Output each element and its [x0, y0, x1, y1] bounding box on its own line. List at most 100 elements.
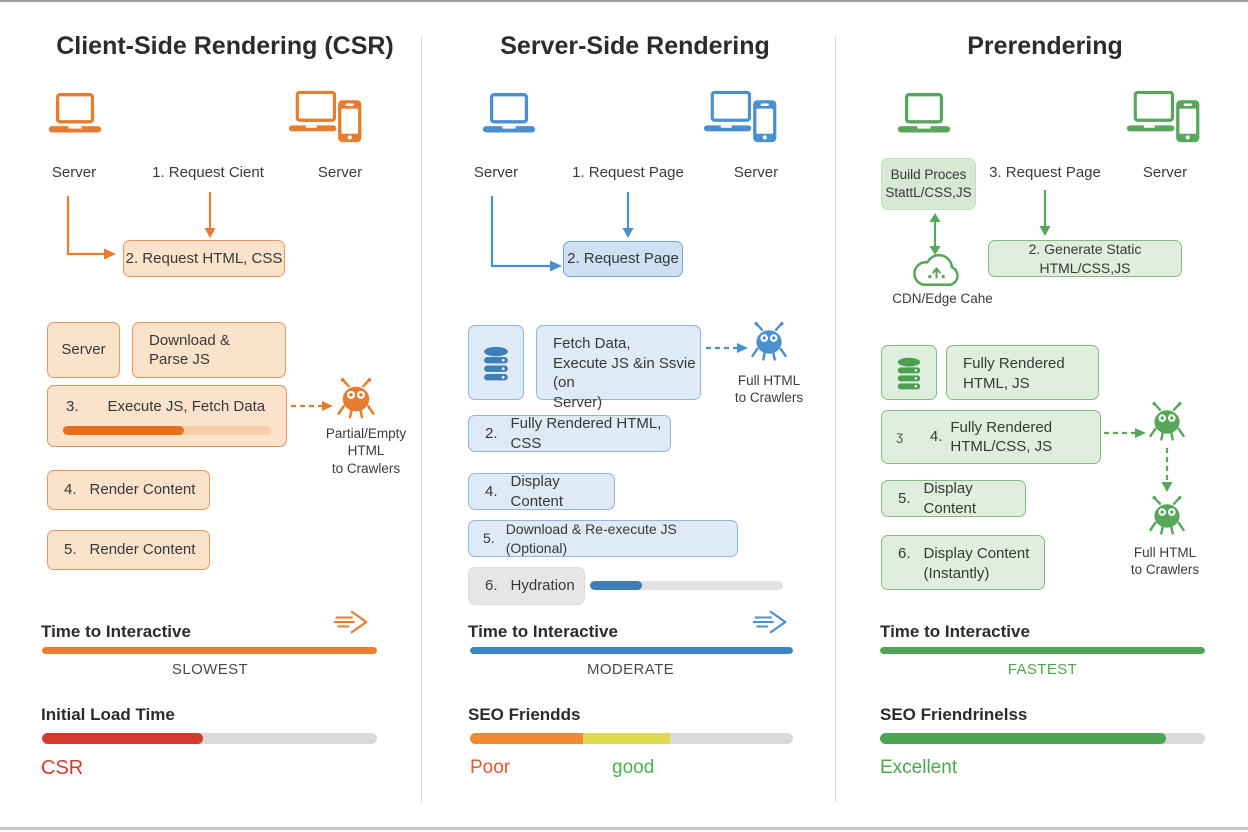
step-number: 6.	[898, 545, 911, 562]
pre-tti-bar	[880, 647, 1205, 654]
csr-tti-heading: Time to Interactive	[41, 622, 191, 641]
csr-step5-box: 5. Render Content	[47, 530, 210, 570]
pre-rendered-sm-box: Fully Rendered HTML, JS	[946, 345, 1099, 400]
step-label: 2. Request Page	[567, 250, 679, 268]
fast-forward-icon	[333, 608, 369, 636]
pre-tti-heading: Time to Interactive	[880, 622, 1030, 641]
csr-load-bar	[42, 733, 377, 744]
ssr-seo-heading: SEO Friendds	[468, 705, 581, 724]
csr-request-client-label: 1. Request Cient	[152, 164, 264, 181]
step-label: Display Content	[923, 480, 977, 517]
step-label: Render Content	[89, 541, 196, 559]
ssr-database-box	[468, 325, 524, 400]
step-label: Fully Rendered HTML/CSS, JS	[950, 418, 1053, 456]
pre-seo-value: Excellent	[880, 757, 958, 778]
pre-seo-bar	[880, 733, 1205, 744]
laptop-icon	[478, 92, 540, 139]
step-number: 2.	[485, 424, 498, 442]
step-label: Execute JS, Fetch Data	[107, 398, 266, 416]
step-label: 2. Generate Static HTML/CSS,JS	[1028, 241, 1142, 276]
laptop-icon	[893, 92, 955, 139]
csr-step4-box: 4. Render Content	[47, 470, 210, 510]
database-icon	[479, 345, 513, 381]
pre-generate-box: 2. Generate Static HTML/CSS,JS	[988, 240, 1182, 277]
csr-execute-box: 3. Execute JS, Fetch Data	[47, 385, 287, 447]
database-icon	[893, 356, 925, 390]
bottom-border	[0, 827, 1248, 830]
csr-server-right-label: Server	[317, 164, 363, 181]
progress-fill	[63, 425, 184, 435]
ssr-tti-value: MODERATE	[586, 661, 675, 678]
step-label: Build Proces StattL/CSS,JS	[885, 167, 972, 200]
csr-server-box: Server	[47, 322, 120, 378]
step-label: Display Content	[510, 473, 564, 510]
laptop-icon	[44, 92, 106, 139]
arrow-double-vertical-icon	[929, 213, 941, 255]
ssr-tti-heading: Time to Interactive	[468, 622, 618, 641]
step-label: Fetch Data, Execute JS &in Ssvie (on Ser…	[553, 335, 696, 411]
step-number: 5.	[483, 530, 495, 547]
bar-fill	[42, 733, 203, 744]
step-label: Download & Re-execute JS (Optional)	[505, 521, 677, 556]
progress-track	[63, 425, 271, 435]
csr-step2-box: 2. Request HTML, CSS	[123, 240, 285, 277]
pre-display2-box: 6. Display Content (Instantly)	[881, 535, 1045, 590]
seo-poor-segment	[470, 733, 584, 744]
ssr-server-right-label: Server	[733, 164, 779, 181]
progress-fill	[590, 581, 643, 590]
column-divider	[421, 36, 422, 802]
pre-seo-heading: SEO Friendrinelss	[880, 705, 1028, 724]
top-border	[0, 0, 1248, 2]
fast-forward-icon	[752, 608, 788, 636]
step-number: 3.	[66, 398, 79, 416]
laptop-phone-icon	[288, 90, 366, 144]
csr-download-parse-box: Download & Parse JS	[132, 322, 286, 378]
step-label: Fully Rendered HTML, JS	[963, 355, 1065, 392]
step-label: Download & Parse JS	[149, 331, 230, 369]
step-label: Server	[61, 341, 106, 359]
arrow-dashed-icon	[1104, 428, 1146, 438]
cloud-upload-icon	[908, 249, 966, 291]
ssr-rendered-box: 2. Fully Rendered HTML, CSS	[468, 415, 671, 452]
bar-fill	[880, 647, 1205, 654]
laptop-phone-icon	[703, 90, 781, 144]
ssr-server-left-label: Server	[473, 164, 519, 181]
pre-server-right-label: Server	[1142, 164, 1188, 181]
step-number: 4.	[929, 428, 943, 446]
ssr-seo-good-label: good	[612, 757, 655, 778]
csr-load-heading: Initial Load Time	[41, 705, 175, 724]
ssr-tti-bar	[470, 647, 793, 654]
ssr-hydration-box: 6. Hydration	[468, 567, 585, 605]
step-number: 5.	[64, 541, 77, 559]
csr-tti-bar	[42, 647, 377, 654]
crawler-bug-icon	[748, 322, 790, 362]
seo-good-segment	[583, 733, 671, 744]
arrow-elbow-icon	[490, 196, 562, 272]
arrow-dashed-down-icon	[1161, 448, 1173, 492]
crawler-bug-icon	[1146, 496, 1188, 536]
ssr-step2-box: 2. Request Page	[563, 241, 683, 277]
step-number: 4.	[485, 482, 498, 500]
csr-server-left-label: Server	[51, 164, 97, 181]
column-divider	[835, 36, 836, 802]
step-label: Render Content	[89, 481, 196, 499]
pre-rendered-box: ʒ 4. Fully Rendered HTML/CSS, JS	[881, 410, 1101, 464]
ssr-display-box: 4. Display Content	[468, 473, 615, 510]
arrow-down-icon	[1039, 190, 1051, 236]
csr-crawler-note: Partial/Empty HTML to Crawlers	[325, 426, 407, 476]
bar-fill	[880, 733, 1166, 744]
ssr-download-box: 5. Download & Re-execute JS (Optional)	[468, 520, 738, 557]
pre-display1-box: 5. Display Content	[881, 480, 1026, 517]
crawler-bug-icon	[1146, 402, 1188, 442]
bar-fill	[42, 647, 377, 654]
bar-fill	[470, 647, 793, 654]
ssr-seo-poor-label: Poor	[470, 757, 511, 778]
step-label: Hydration	[510, 577, 575, 595]
stray-glyph: ʒ	[896, 428, 904, 444]
ssr-request-page-label: 1. Request Page	[572, 164, 684, 181]
arrow-down-icon	[622, 192, 634, 238]
pre-tti-value: FASTEST	[1007, 661, 1078, 678]
arrow-elbow-icon	[66, 196, 116, 260]
pre-request-page-label: 3. Request Page	[989, 164, 1101, 181]
